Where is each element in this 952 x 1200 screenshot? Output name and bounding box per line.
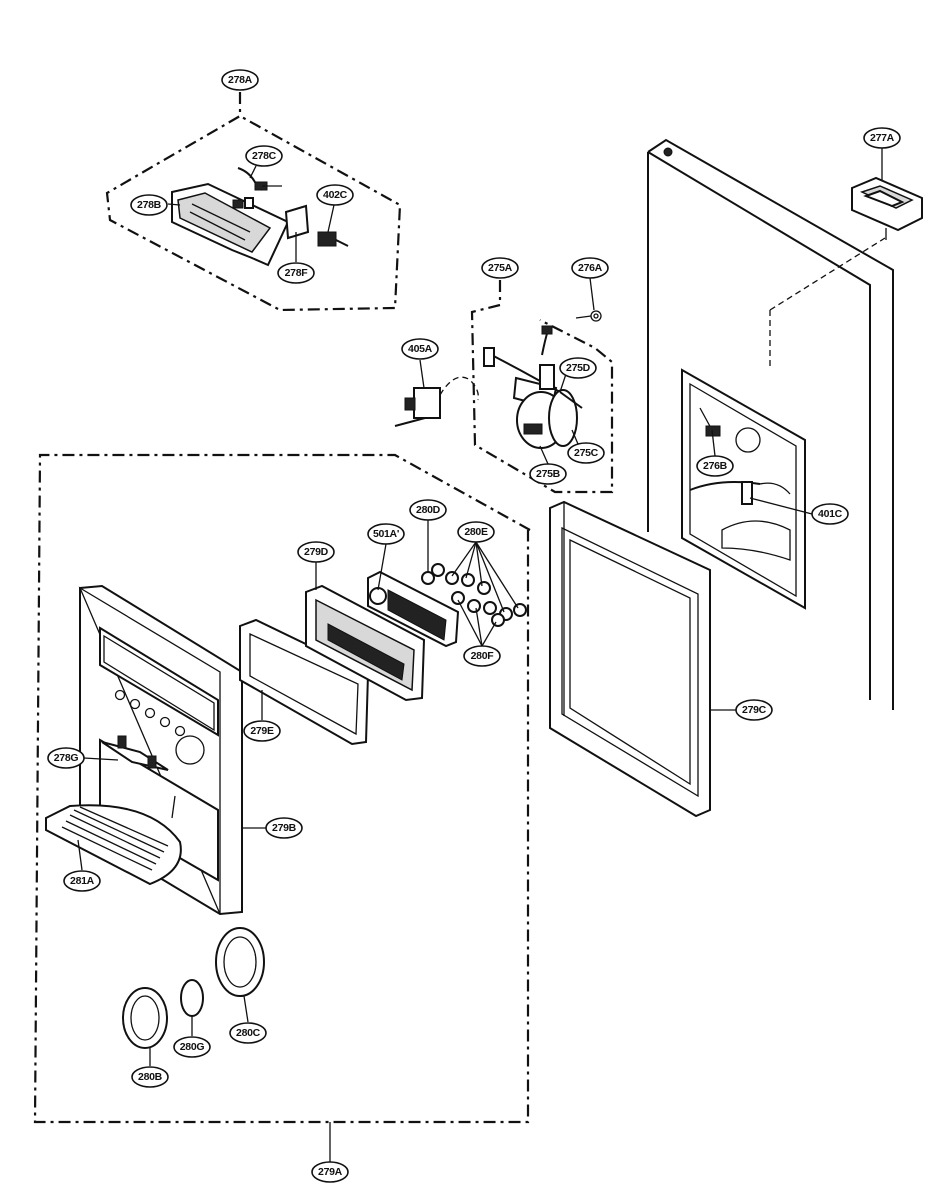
part-280B-ring (122, 987, 168, 1049)
callout-279E: 279E (243, 720, 281, 742)
svg-text:279C: 279C (742, 704, 767, 716)
svg-text:277A: 277A (870, 132, 895, 144)
callout-278G: 278G (47, 747, 85, 769)
svg-text:278F: 278F (285, 267, 309, 279)
callout-280G: 280G (173, 1036, 211, 1058)
callout-279D: 279D (297, 541, 335, 563)
callout-279A: 279A (311, 1161, 349, 1183)
callout-280F: 280F (463, 645, 501, 667)
dispenser-recess (681, 368, 806, 610)
svg-text:281A: 281A (70, 875, 95, 887)
door-panel (647, 138, 894, 710)
group-275A-outline (470, 280, 614, 494)
part-277A-cap (851, 176, 923, 232)
callout-280C: 280C (229, 1022, 267, 1044)
group-278A-outline (105, 92, 402, 312)
part-279D-display-housing (305, 584, 426, 702)
part-278F-plate (284, 204, 310, 240)
svg-text:278A: 278A (228, 74, 253, 86)
svg-text:276B: 276B (703, 460, 728, 472)
part-279E-lens-frame (239, 618, 370, 746)
callout-277A: 277A (863, 127, 901, 149)
part-281A-drip-tray (45, 804, 182, 886)
callout-275B: 275B (529, 463, 567, 485)
callout-275D: 275D (559, 357, 597, 379)
svg-text:280E: 280E (464, 526, 488, 538)
callout-281A: 281A (63, 870, 101, 892)
callout-278A: 278A (221, 69, 259, 91)
part-279C-frame (549, 500, 711, 818)
svg-text:280F: 280F (471, 650, 495, 662)
svg-text:279E: 279E (250, 725, 274, 737)
callout-276A: 276A (571, 257, 609, 279)
part-280C-gasket (215, 927, 265, 997)
callout-405A: 405A (401, 338, 439, 360)
svg-text:278C: 278C (252, 150, 277, 162)
callout-280D: 280D (409, 499, 447, 521)
part-278C-switch (237, 167, 282, 209)
callout-501A: 501A' (367, 523, 405, 545)
callout-275C: 275C (567, 442, 605, 464)
svg-text:280G: 280G (180, 1041, 205, 1053)
part-280G-lens (180, 979, 204, 1017)
buttons-280 (421, 563, 527, 627)
part-402C-motor (317, 231, 349, 247)
callout-279B: 279B (265, 817, 303, 839)
svg-text:279A: 279A (318, 1166, 343, 1178)
svg-text:402C: 402C (323, 189, 348, 201)
part-278G-bracket (101, 735, 169, 771)
svg-text:280D: 280D (416, 504, 441, 516)
svg-text:405A: 405A (408, 343, 433, 355)
callout-280E: 280E (457, 521, 495, 543)
part-275-solenoid-assembly (483, 325, 583, 449)
svg-text:401C: 401C (818, 508, 843, 520)
leader-lines (77, 148, 887, 1066)
svg-text:276A: 276A (578, 262, 603, 274)
callout-276B: 276B (696, 455, 734, 477)
svg-text:278B: 278B (137, 199, 162, 211)
callout-275A: 275A (481, 257, 519, 279)
svg-text:278G: 278G (54, 752, 79, 764)
svg-text:279B: 279B (272, 822, 297, 834)
svg-text:275A: 275A (488, 262, 513, 274)
part-278B-housing (171, 182, 290, 267)
callout-401C: 401C (811, 503, 849, 525)
callout-279C: 279C (735, 699, 773, 721)
part-276A-spring (575, 310, 602, 322)
group-279A-outline (33, 453, 531, 1162)
svg-text:501A': 501A' (373, 528, 399, 540)
callout-278B: 278B (130, 194, 168, 216)
callout-402C: 402C (316, 184, 354, 206)
callout-278C: 278C (245, 145, 283, 167)
callout-278F: 278F (277, 262, 315, 284)
svg-text:275D: 275D (566, 362, 591, 374)
part-405A-valve (394, 376, 479, 427)
callout-280B: 280B (131, 1066, 169, 1088)
svg-text:275B: 275B (536, 468, 561, 480)
svg-text:280C: 280C (236, 1027, 261, 1039)
svg-text:275C: 275C (574, 447, 599, 459)
part-501A-pcb (367, 570, 460, 648)
svg-text:279D: 279D (304, 546, 329, 558)
svg-text:280B: 280B (138, 1071, 163, 1083)
